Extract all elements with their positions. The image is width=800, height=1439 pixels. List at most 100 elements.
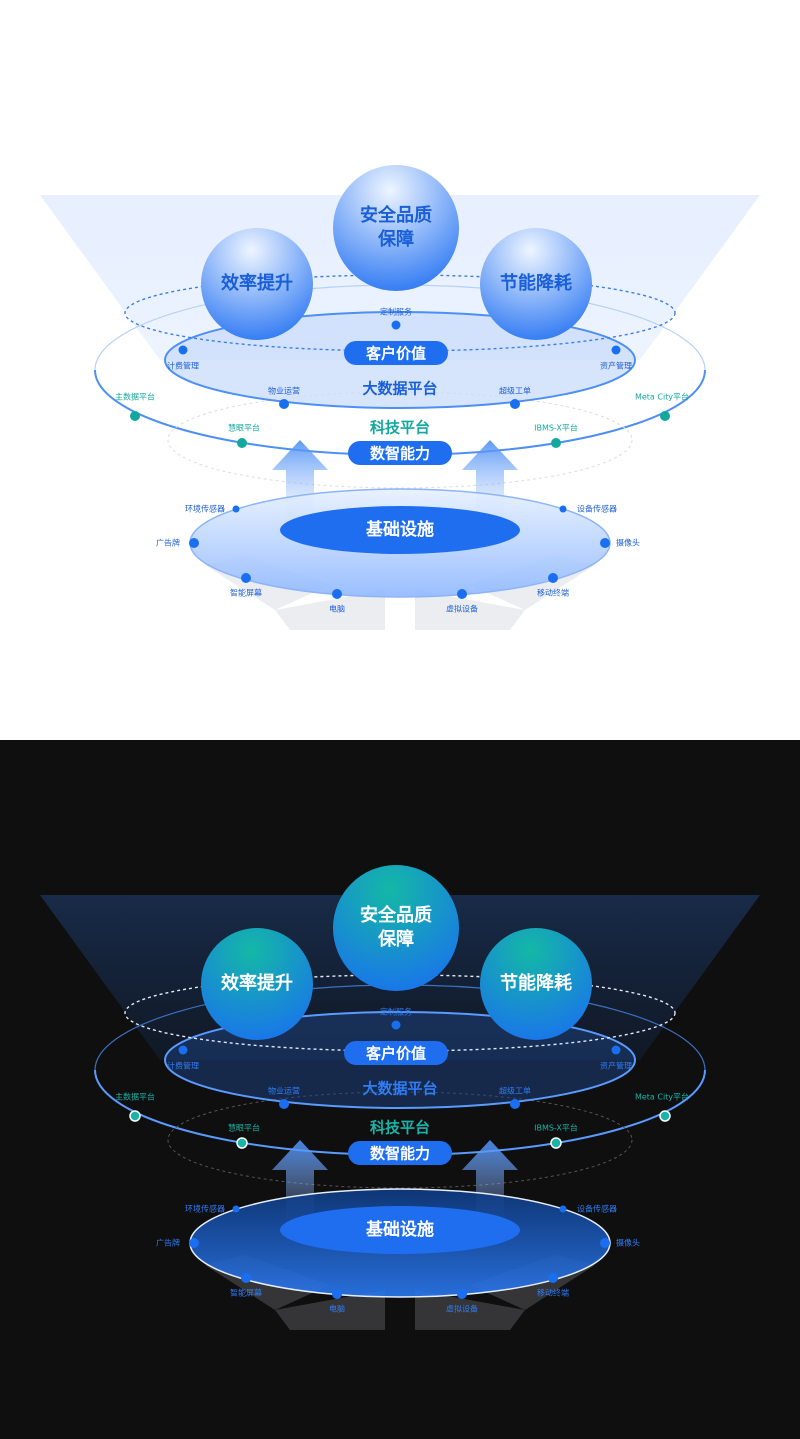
big-data-node-label: 物业运营 — [268, 386, 300, 396]
sphere — [201, 228, 313, 340]
infrastructure-node-label: 电脑 — [329, 604, 345, 614]
sphere-label: 保障 — [377, 928, 414, 950]
tech-platform-label: 科技平台 — [370, 1119, 430, 1137]
infrastructure-node-label: 设备传感器 — [577, 504, 617, 514]
infrastructure-core — [280, 1206, 520, 1254]
infrastructure-node-label: 移动终端 — [537, 1288, 569, 1298]
node-dot — [457, 589, 467, 599]
infrastructure-node-label: 虚拟设备 — [446, 1304, 478, 1314]
tech-node-label: 慧眼平台 — [228, 1123, 260, 1133]
infrastructure-label: 基础设施 — [365, 519, 434, 540]
customer-node-label: 计费管理 — [167, 361, 199, 371]
tech-node-label: IBMS-X平台 — [534, 1123, 578, 1133]
node-dot — [510, 1099, 520, 1109]
digital-capability-pill-label: 数智能力 — [370, 445, 430, 463]
node-dot — [600, 1238, 610, 1248]
node-dot — [548, 573, 558, 583]
infrastructure-node-label: 智能屏幕 — [230, 1288, 262, 1298]
customer-node-label: 定制服务 — [380, 307, 412, 317]
big-data-platform-label: 大数据平台 — [362, 1080, 437, 1098]
node-dot — [178, 1045, 188, 1055]
digital-capability-pill — [348, 441, 452, 465]
infrastructure-node-label: 摄像头 — [616, 538, 640, 548]
infrastructure-core — [280, 506, 520, 554]
customer-node-label: 资产管理 — [600, 1061, 632, 1071]
sphere-label: 安全品质 — [360, 204, 432, 226]
customer-value-pill — [344, 341, 448, 365]
tech-node-label: Meta City平台 — [635, 1092, 689, 1102]
digital-capability-pill — [348, 1141, 452, 1165]
customer-node-label: 资产管理 — [600, 361, 632, 371]
sphere-label: 节能降耗 — [500, 272, 572, 294]
infrastructure-node-label: 广告牌 — [156, 538, 180, 548]
node-dot — [130, 411, 140, 421]
infrastructure-node-label: 环境传感器 — [185, 504, 225, 514]
node-dot — [551, 438, 561, 448]
infrastructure-label: 基础设施 — [365, 1219, 434, 1240]
node-dot — [236, 1137, 248, 1149]
tech-node-label: 主数据平台 — [115, 392, 155, 402]
node-dot — [559, 505, 567, 513]
infrastructure-node-label: 设备传感器 — [577, 1204, 617, 1214]
node-dot — [129, 1110, 141, 1122]
tech-platform-label: 科技平台 — [370, 419, 430, 437]
big-data-node-label: 超级工单 — [499, 1086, 531, 1096]
infrastructure-node-label: 虚拟设备 — [446, 604, 478, 614]
infrastructure-node-label: 移动终端 — [537, 588, 569, 598]
big-data-node-label: 超级工单 — [499, 386, 531, 396]
shadow-fan — [415, 590, 525, 630]
node-dot — [232, 505, 240, 513]
light-diagram: 基础设施效率提升安全品质保障节能降耗客户价值数智能力大数据平台科技平台定制服务计… — [40, 165, 760, 630]
node-dot — [241, 1273, 251, 1283]
tech-node-label: 慧眼平台 — [228, 423, 260, 433]
shadow-fan — [275, 1290, 385, 1330]
infrastructure-node-label: 智能屏幕 — [230, 588, 262, 598]
dark-diagram: 基础设施效率提升安全品质保障节能降耗客户价值数智能力大数据平台科技平台定制服务计… — [40, 865, 760, 1330]
customer-node-label: 定制服务 — [380, 1007, 412, 1017]
node-dot — [279, 1099, 289, 1109]
customer-value-pill-label: 客户价值 — [365, 1045, 426, 1063]
sphere — [201, 928, 313, 1040]
infrastructure-node-label: 摄像头 — [616, 1238, 640, 1248]
node-dot — [457, 1289, 467, 1299]
sphere-label: 效率提升 — [221, 972, 293, 994]
node-dot — [559, 1205, 567, 1213]
shadow-fan — [275, 590, 385, 630]
node-dot — [189, 538, 199, 548]
infrastructure-node-label: 电脑 — [329, 1304, 345, 1314]
node-dot — [548, 1273, 558, 1283]
node-dot — [510, 399, 520, 409]
big-data-platform-label: 大数据平台 — [362, 380, 437, 398]
node-dot — [611, 1045, 621, 1055]
node-dot — [600, 538, 610, 548]
node-dot — [189, 1238, 199, 1248]
sphere-label: 安全品质 — [360, 904, 432, 926]
infrastructure-node-label: 环境传感器 — [185, 1204, 225, 1214]
sphere — [333, 865, 459, 991]
tech-node-label: Meta City平台 — [635, 392, 689, 402]
customer-value-pill — [344, 1041, 448, 1065]
node-dot — [241, 573, 251, 583]
customer-node-label: 计费管理 — [167, 1061, 199, 1071]
shadow-fan — [415, 1290, 525, 1330]
node-dot — [279, 399, 289, 409]
node-dot — [611, 345, 621, 355]
infrastructure-node-label: 广告牌 — [156, 1238, 180, 1248]
node-dot — [660, 411, 670, 421]
node-dot — [332, 589, 342, 599]
node-dot — [232, 1205, 240, 1213]
sphere — [333, 165, 459, 291]
tech-node-label: 主数据平台 — [115, 1092, 155, 1102]
digital-capability-pill-label: 数智能力 — [370, 1145, 430, 1163]
customer-value-pill-label: 客户价值 — [365, 345, 426, 363]
node-dot — [391, 320, 401, 330]
sphere-label: 效率提升 — [221, 272, 293, 294]
node-dot — [550, 1137, 562, 1149]
node-dot — [237, 438, 247, 448]
node-dot — [659, 1110, 671, 1122]
tech-node-label: IBMS-X平台 — [534, 423, 578, 433]
sphere — [480, 228, 592, 340]
node-dot — [332, 1289, 342, 1299]
big-data-node-label: 物业运营 — [268, 1086, 300, 1096]
